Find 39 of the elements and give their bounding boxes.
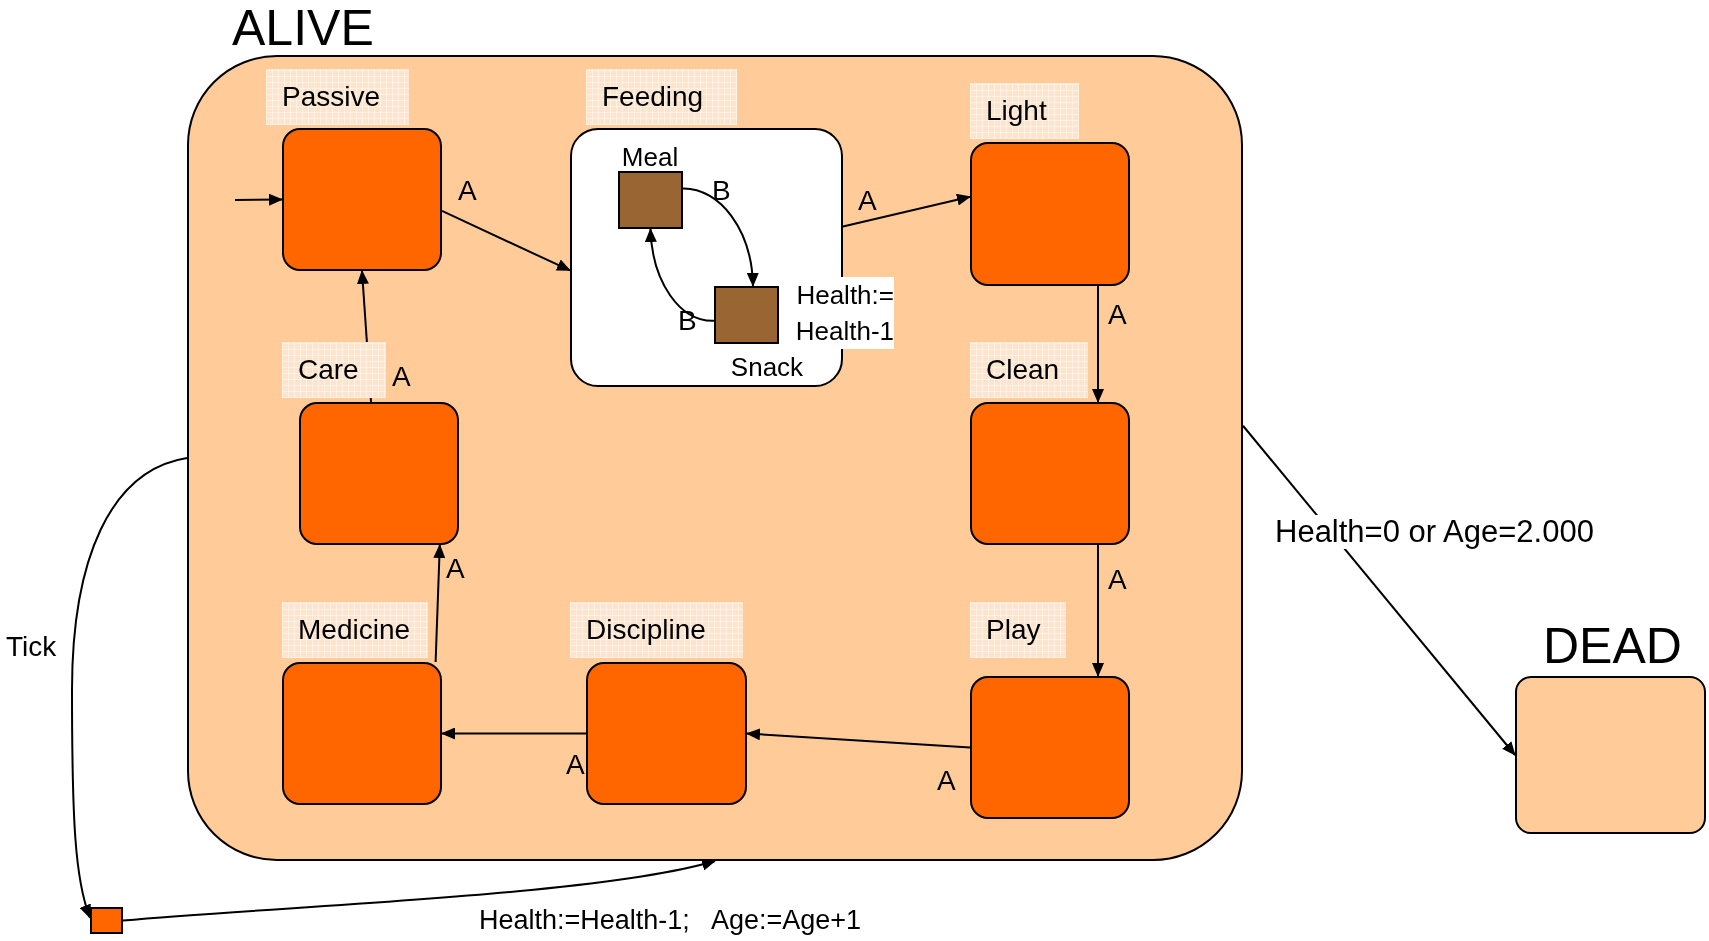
transition-arrow: [441, 209, 571, 272]
state-name-tag: Care: [282, 342, 386, 398]
state-name-tag: Discipline: [570, 602, 743, 658]
transition-arrow: [1092, 544, 1104, 677]
tick-box: [90, 907, 123, 934]
state-name-tag: Play: [970, 602, 1066, 658]
transition-arrow: [842, 193, 971, 228]
transition-arrow: [1242, 424, 1516, 756]
edge-label: A: [937, 766, 956, 797]
substate-name: Snack: [729, 351, 805, 384]
edge-label: A: [858, 186, 877, 217]
edge-label: Health=0 or Age=2.000: [1275, 515, 1594, 550]
state-name-tag: Feeding: [586, 69, 737, 125]
transition-arrow: [645, 228, 715, 322]
transition-arrow: [441, 727, 587, 740]
transition-arrow: [433, 544, 446, 663]
transition-arrow: [746, 728, 971, 749]
state-name-tag: Clean: [970, 342, 1088, 398]
superstate-title: ALIVE: [232, 0, 375, 56]
transition-arrow: [71, 457, 188, 919]
transition-arrow: [1092, 285, 1104, 403]
substate-name: Meal: [620, 141, 680, 174]
edge-label: Health:=Health-1; Age:=Age+1: [479, 906, 862, 936]
transition-arrow: [682, 187, 759, 287]
state-name-tag: Light: [970, 83, 1079, 139]
transition-arrow: [356, 270, 372, 403]
edge-label: B: [678, 306, 697, 337]
transition-arrow: [122, 858, 716, 922]
state-name-tag: Medicine: [282, 602, 428, 658]
transition-arrow: [234, 193, 283, 206]
edge-label: A: [392, 362, 411, 393]
edge-label: A: [566, 750, 585, 781]
edge-label: A: [446, 554, 465, 585]
edge-label: B: [712, 176, 731, 207]
state-name-tag: Passive: [266, 69, 409, 125]
edge-label: A: [1108, 565, 1127, 596]
edge-label: A: [1108, 300, 1127, 331]
edge-label: A: [458, 176, 477, 207]
state-title: DEAD: [1543, 618, 1683, 674]
